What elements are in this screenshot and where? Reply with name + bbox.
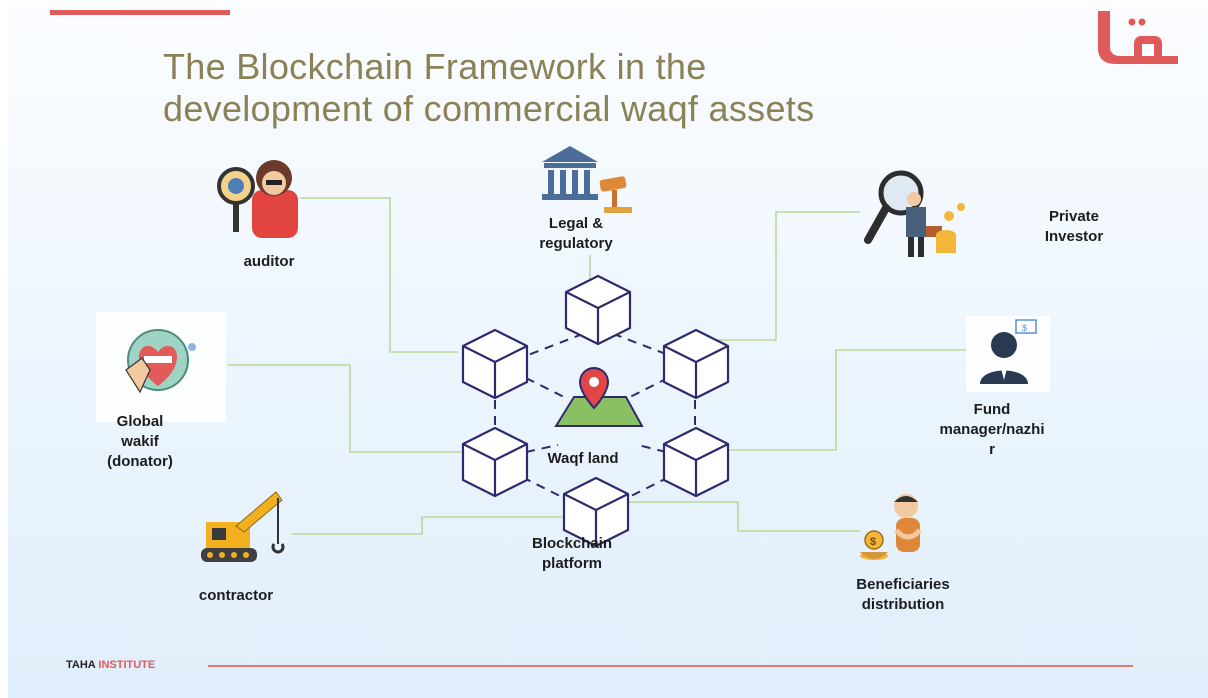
connector-fund — [728, 349, 966, 451]
wakif-line-2: wakif — [121, 433, 159, 450]
blockchain-cubes — [461, 274, 730, 548]
cube-upper-left — [461, 328, 529, 400]
footer-brand-accent: INSTITUTE — [98, 659, 156, 671]
cube-bottom — [562, 476, 630, 548]
investor-line-1: Private — [1048, 208, 1100, 225]
cube-top — [564, 274, 632, 346]
footer-divider — [208, 665, 1133, 667]
label-legal-regulatory: Legal & regulatory — [520, 214, 632, 254]
platform-line-2: platform — [542, 555, 602, 572]
map-pin-land-icon — [554, 366, 644, 427]
legal-line-1: Legal & — [548, 215, 604, 232]
diagram-canvas: $ $ — [96, 146, 1050, 562]
platform-line-1: Blockchain — [531, 535, 613, 552]
label-auditor: auditor — [224, 252, 314, 272]
svg-text:$: $ — [870, 536, 876, 548]
slide-title: The Blockchain Framework in the developm… — [163, 46, 983, 130]
cube-lower-left — [461, 426, 529, 498]
crane-icon — [201, 491, 285, 562]
svg-text:$: $ — [1022, 323, 1027, 333]
connector-beneficiaries — [618, 501, 860, 532]
contractor-line-1: contractor — [198, 587, 274, 604]
label-global-wakif: Global wakif (donator) — [90, 412, 190, 472]
fund-line-1: Fund — [973, 401, 1011, 418]
connector-wakif — [228, 364, 463, 453]
footer-brand-main: TAHA — [66, 659, 96, 671]
title-line-1: The Blockchain Framework in the — [163, 46, 707, 87]
investor-magnifier-icon — [864, 170, 965, 257]
title-line-2: development of commercial waqf assets — [163, 88, 815, 129]
legal-line-2: regulatory — [539, 235, 613, 252]
cube-lower-right — [662, 426, 730, 498]
beneficiaries-line-1: Beneficiaries — [856, 576, 950, 593]
top-accent-bar — [50, 10, 230, 15]
slide: The Blockchain Framework in the developm… — [8, 0, 1208, 698]
auditor-magnifier-icon — [217, 160, 298, 238]
label-waqf-land: Waqf land — [547, 450, 619, 467]
beneficiary-icon: $ — [860, 494, 922, 560]
donate-heart-icon — [96, 312, 226, 422]
footer-brand: TAHA INSTITUTE — [66, 659, 155, 671]
fund-manager-icon: $ — [966, 316, 1050, 392]
label-contractor: contractor — [178, 586, 294, 606]
investor-line-2: Investor — [1044, 228, 1104, 245]
wakif-line-3: (donator) — [107, 453, 173, 470]
cube-upper-right — [662, 328, 730, 400]
courthouse-gavel-icon — [542, 146, 632, 213]
wakif-line-1: Global — [116, 413, 164, 430]
label-fund-manager: Fund manager/nazhi r — [924, 400, 1060, 460]
fund-line-3: r — [989, 441, 995, 458]
auditor-line-1: auditor — [243, 253, 295, 270]
talenta-hasanah-logo — [1098, 11, 1178, 64]
connector-contractor — [292, 516, 563, 535]
label-beneficiaries: Beneficiaries distribution — [828, 575, 978, 615]
fund-line-2: manager/nazhi — [939, 421, 1045, 438]
label-private-investor: Private Investor — [1024, 207, 1124, 247]
connector-auditor — [300, 197, 458, 353]
beneficiaries-line-2: distribution — [861, 596, 945, 613]
label-blockchain-platform: Blockchain platform — [514, 534, 630, 574]
connector-investor — [688, 211, 860, 341]
